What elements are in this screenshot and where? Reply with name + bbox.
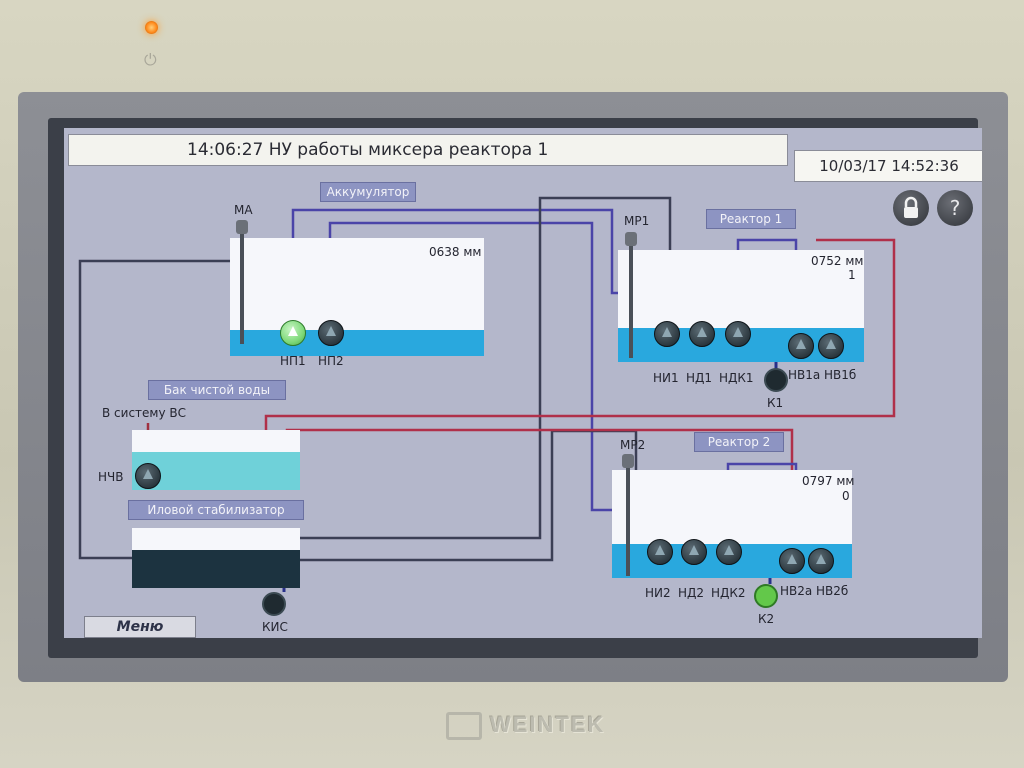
clean-water-tag[interactable]: Бак чистой воды: [148, 380, 286, 400]
np1-pump[interactable]: [280, 320, 306, 346]
k1-valve[interactable]: [764, 368, 788, 392]
power-led-icon: [145, 21, 158, 34]
np1-label: НП1: [280, 354, 306, 368]
reactor2-tag[interactable]: Реактор 2: [694, 432, 784, 452]
reactor1-level: 0752 мм: [811, 254, 864, 268]
nv2b-pump[interactable]: [808, 548, 834, 574]
reactor2-mixer-label: МР2: [620, 438, 646, 452]
accumulator-liquid: [230, 330, 484, 356]
reactor1-mixer-shaft: [629, 240, 633, 358]
pipe-reactor2-stab: [300, 429, 638, 562]
nv2b-label: НВ2б: [816, 584, 849, 598]
nv2a-pump[interactable]: [779, 548, 805, 574]
system-outlet-label: В систему ВС: [102, 406, 186, 420]
reactor2-tank: [612, 470, 852, 544]
nd1-pump[interactable]: [689, 321, 715, 347]
k1-label: К1: [767, 396, 784, 410]
k2-valve[interactable]: [754, 584, 778, 608]
nv1b-pump[interactable]: [818, 333, 844, 359]
ni2-label: НИ2: [645, 586, 671, 600]
reactor1-tag[interactable]: Реактор 1: [706, 209, 796, 229]
ndk1-pump[interactable]: [725, 321, 751, 347]
reactor2-mixer-shaft: [626, 462, 630, 576]
ndk2-label: НДК2: [711, 586, 746, 600]
ni1-label: НИ1: [653, 371, 679, 385]
accumulator-mixer-shaft: [240, 224, 244, 344]
alarm-text: 14:06:27 НУ работы миксера реактора 1: [187, 140, 549, 160]
reactor1-tank: [618, 250, 864, 328]
ndk1-label: НДК1: [719, 371, 754, 385]
accumulator-tank: [230, 238, 484, 330]
reactor1-mixer-label: МР1: [624, 214, 650, 228]
clean-water-tank: [132, 430, 300, 452]
hmi-screen: 14:06:27 НУ работы миксера реактора 1 10…: [64, 128, 982, 638]
nd2-pump[interactable]: [681, 539, 707, 565]
brand-name: WEINTEK: [490, 712, 606, 737]
accumulator-level: 0638 мм: [429, 245, 482, 259]
nd2-label: НД2: [678, 586, 705, 600]
stabilizer-tank: [132, 528, 300, 550]
pipe-reactor1-stab: [300, 196, 672, 540]
accumulator-mixer-motor: [236, 220, 248, 234]
nchv-pump[interactable]: [135, 463, 161, 489]
power-icon: ⏻: [144, 50, 157, 69]
ni2-pump[interactable]: [647, 539, 673, 565]
nd1-label: НД1: [686, 371, 713, 385]
stabilizer-tag[interactable]: Иловой стабилизатор: [128, 500, 304, 520]
ndk2-pump[interactable]: [716, 539, 742, 565]
np2-label: НП2: [318, 354, 344, 368]
nv1a-pump[interactable]: [788, 333, 814, 359]
nchv-label: НЧВ: [98, 470, 124, 484]
reactor2-level: 0797 мм: [802, 474, 855, 488]
pipe-accum-return: [78, 259, 238, 560]
accumulator-mixer-label: МА: [234, 203, 253, 217]
alarm-header[interactable]: 14:06:27 НУ работы миксера реактора 1: [68, 134, 788, 166]
menu-button[interactable]: Меню: [84, 616, 196, 638]
accumulator-tag[interactable]: Аккумулятор: [320, 182, 416, 202]
reactor2-mixer-motor: [622, 454, 634, 468]
datetime-display: 10/03/17 14:52:36: [794, 150, 982, 182]
nv1a-label: НВ1а: [788, 368, 821, 382]
nv2a-label: НВ2а: [780, 584, 813, 598]
reactor1-count: 1: [848, 268, 856, 282]
help-icon[interactable]: ?: [937, 190, 973, 226]
reactor2-count: 0: [842, 489, 850, 503]
nv1b-label: НВ1б: [824, 368, 857, 382]
ni1-pump[interactable]: [654, 321, 680, 347]
brand-logo-icon: [446, 712, 482, 740]
kis-label: КИС: [262, 620, 288, 634]
k2-label: К2: [758, 612, 775, 626]
lock-icon[interactable]: [893, 190, 929, 226]
kis-valve[interactable]: [262, 592, 286, 616]
np2-pump[interactable]: [318, 320, 344, 346]
reactor1-mixer-motor: [625, 232, 637, 246]
stabilizer-sludge: [132, 550, 300, 588]
